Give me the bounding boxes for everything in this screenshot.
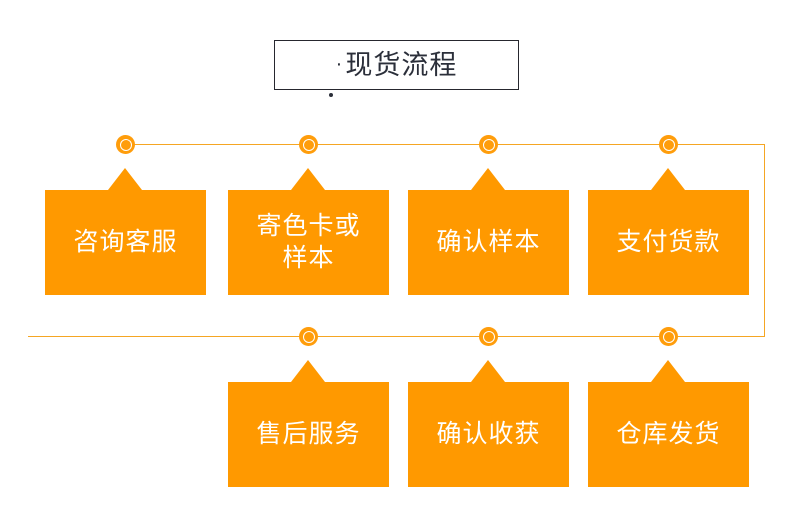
step-box-3[interactable]: 确认样本 [408, 190, 569, 295]
step-label-3: 确认样本 [436, 227, 541, 256]
step-label-7: 售后服务 [256, 419, 361, 448]
step-box-2[interactable]: 寄色卡或样本 [228, 190, 389, 295]
step-box-1[interactable]: 咨询客服 [45, 190, 206, 295]
step-box-6[interactable]: 确认收获 [408, 382, 569, 487]
connector-line-bottom [28, 336, 764, 337]
node-marker-5[interactable] [659, 327, 678, 346]
step-arrow-7 [291, 360, 325, 382]
step-box-7[interactable]: 售后服务 [228, 382, 389, 487]
step-arrow-1 [108, 168, 142, 190]
step-arrow-6 [471, 360, 505, 382]
step-arrow-4 [651, 168, 685, 190]
connector-line-top [125, 144, 764, 145]
step-arrow-5 [651, 360, 685, 382]
node-marker-6[interactable] [479, 327, 498, 346]
step-label-2: 寄色卡或样本 [256, 212, 361, 272]
step-arrow-2 [291, 168, 325, 190]
step-box-4[interactable]: 支付货款 [588, 190, 749, 295]
title-underdot-icon [329, 93, 333, 97]
title-box [274, 40, 519, 90]
step-arrow-3 [471, 168, 505, 190]
step-box-5[interactable]: 仓库发货 [588, 382, 749, 487]
step-label-1: 咨询客服 [73, 227, 178, 256]
node-marker-2[interactable] [299, 135, 318, 154]
title-bullet-icon: · [335, 53, 344, 75]
node-marker-1[interactable] [116, 135, 135, 154]
step-label-6: 确认收获 [436, 419, 541, 448]
connector-line-right [764, 144, 765, 337]
node-marker-4[interactable] [659, 135, 678, 154]
node-marker-7[interactable] [299, 327, 318, 346]
step-label-4: 支付货款 [616, 227, 721, 256]
page-title: ·现货流程 [274, 40, 519, 90]
node-marker-3[interactable] [479, 135, 498, 154]
step-label-5: 仓库发货 [616, 419, 721, 448]
title-label: 现货流程 [345, 49, 458, 80]
